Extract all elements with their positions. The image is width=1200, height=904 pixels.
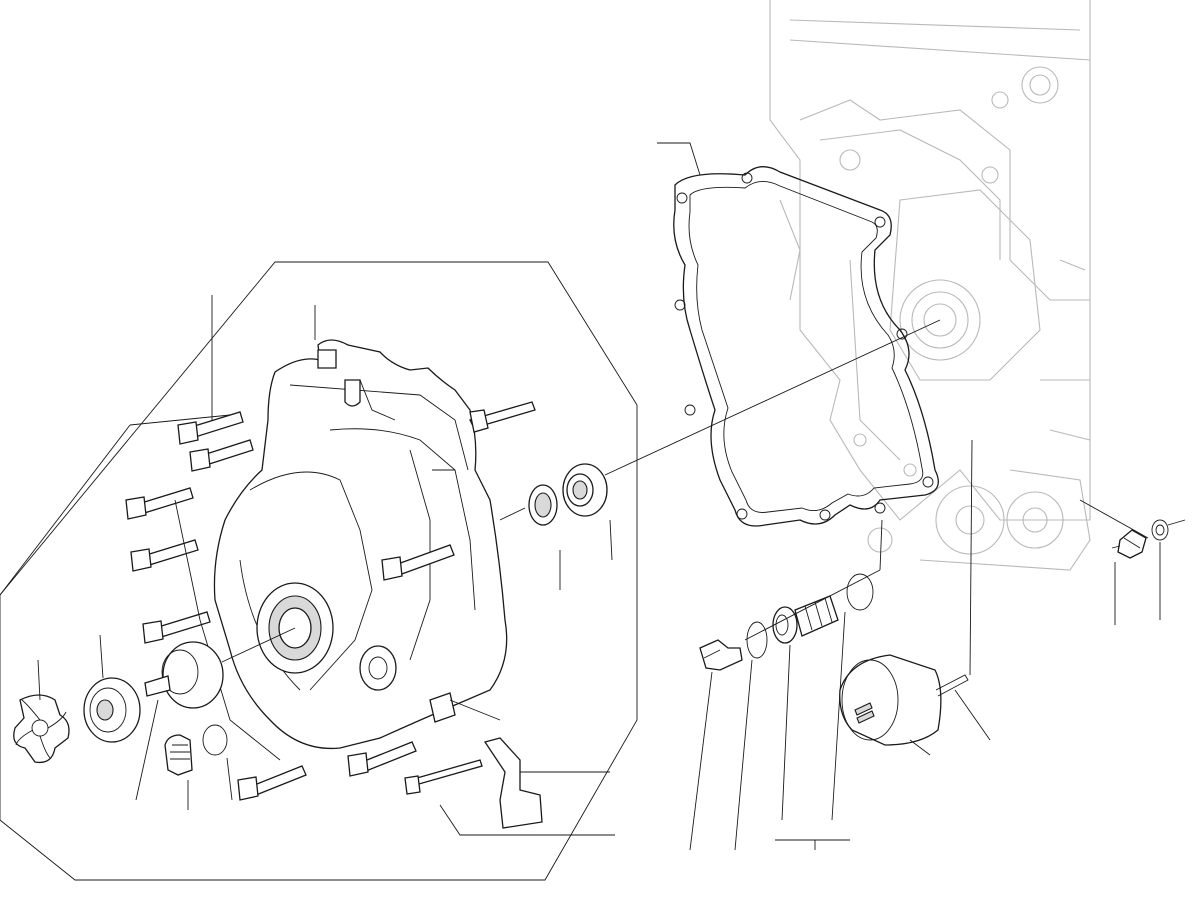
water-pump-assembly [13, 627, 296, 810]
cover-gasket [657, 142, 939, 527]
crankcase-background [769, 0, 1091, 571]
side-cover-assembly [0, 261, 941, 881]
bracket [404, 699, 615, 836]
bolt-upper-right [469, 401, 536, 433]
seal-and-bearing [499, 319, 941, 590]
assembly-boundary [0, 261, 638, 881]
oil-filter-assembly [689, 439, 991, 851]
sensor-assembly [1079, 499, 1186, 625]
